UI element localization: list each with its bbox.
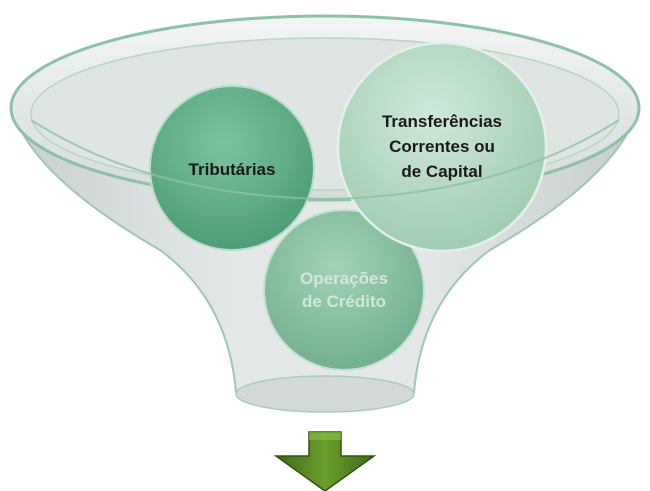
label-tributarias: Tributárias: [189, 160, 276, 179]
circle-transferencias: Transferências Correntes ou de Capital: [336, 41, 548, 253]
funnel-spout: [235, 375, 415, 413]
label-transferencias-line-3: de Capital: [401, 162, 482, 181]
label-transferencias-line-2: Correntes ou: [389, 137, 495, 156]
circle-operacoes-de-credito: Operações de Crédito: [263, 209, 425, 371]
label-operacoes-line-1: Operações: [300, 269, 388, 288]
label-operacoes-line-2: de Crédito: [302, 292, 386, 311]
circle-tributarias: Tributárias: [149, 85, 315, 251]
funnel-rim-front: [30, 119, 620, 201]
down-arrow-icon: [273, 431, 377, 491]
label-transferencias-line-1: Transferências: [382, 112, 502, 131]
